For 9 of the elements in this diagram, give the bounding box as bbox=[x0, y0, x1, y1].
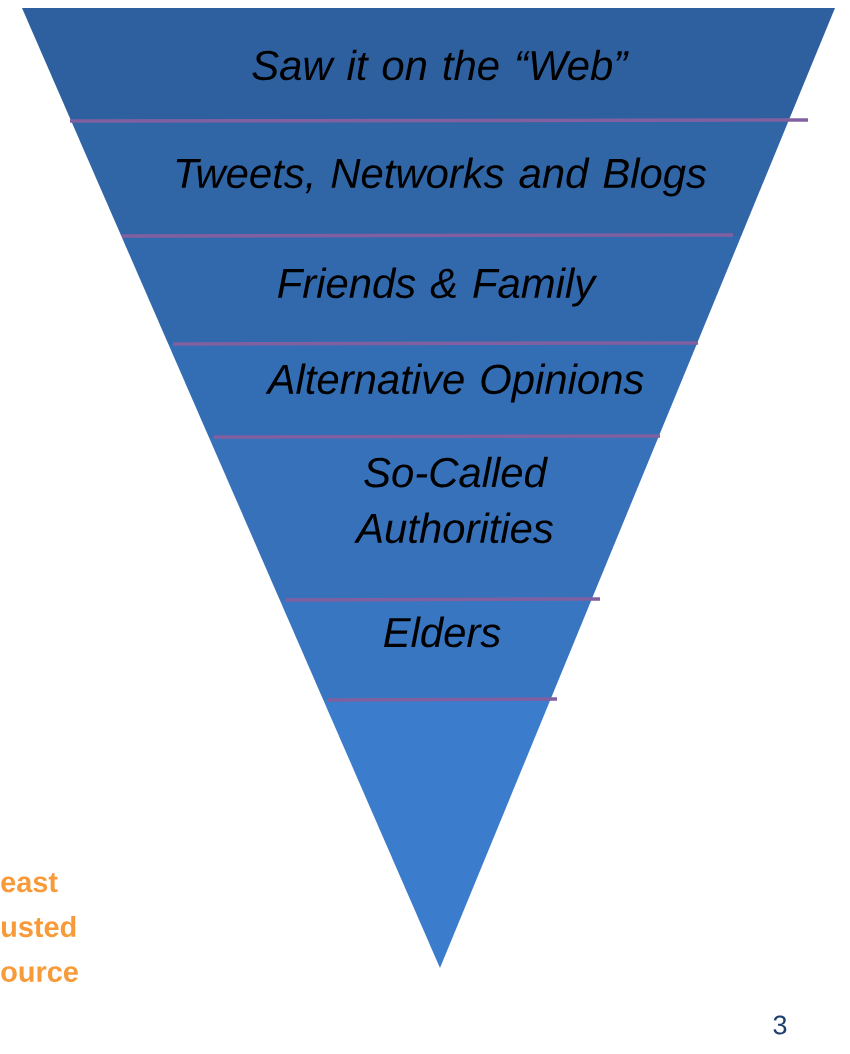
funnel-band: Saw it on the “Web” bbox=[22, 8, 835, 121]
side-note: east usted ource bbox=[1, 873, 78, 982]
funnel-band: Alternative Opinions bbox=[168, 344, 697, 437]
funnel-tip bbox=[323, 700, 551, 968]
funnel-band: So-Called Authorities bbox=[208, 437, 659, 600]
funnel-band: Friends & Family bbox=[121, 236, 742, 344]
page-number: 3 bbox=[773, 1015, 787, 1035]
funnel-band: Tweets, Networks and Blogs bbox=[71, 121, 789, 236]
funnel-band: Elders bbox=[279, 600, 592, 700]
